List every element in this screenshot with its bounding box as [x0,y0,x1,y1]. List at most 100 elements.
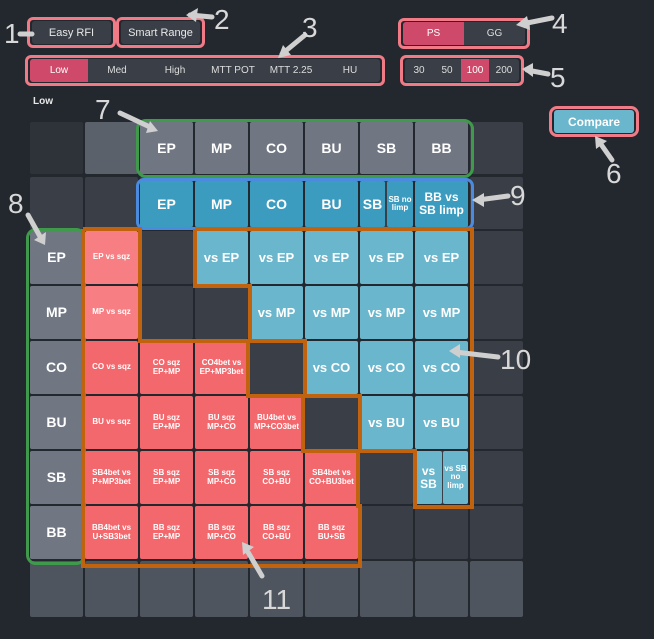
cell-ep-vs-ep-4[interactable]: vs EP [360,231,413,284]
depth-200[interactable]: 200 [495,65,513,76]
cell-ep-vs-ep-1[interactable]: vs EP [195,231,248,284]
level-med[interactable]: Med [107,65,127,76]
depth-50[interactable]: 50 [441,65,453,76]
cell-sb-4bet-vs-co-bu-3bet[interactable]: SB4bet vs CO+BU3bet [305,451,358,504]
annotation-11: 11 [262,584,292,615]
row-header-mp[interactable]: MP [30,286,83,339]
row-header-co[interactable]: CO [30,341,83,394]
empty-cell [30,561,83,617]
cell-bb-4bet-vs-bu-sb-3bet[interactable]: BB4bet vs U+SB3bet [85,506,138,559]
level-hu[interactable]: HU [342,65,358,76]
cell-ep-vs-ep-5[interactable]: vs EP [415,231,468,284]
sub-header-sb[interactable]: SB [360,181,385,227]
empty-cell [470,561,523,617]
blue-region-outline [193,227,474,509]
cell-bb-sqz-bu-sb[interactable]: BB sqz BU+SB [305,506,358,559]
easy-rfi-button[interactable]: Easy RFI [32,21,111,44]
level-high[interactable]: High [164,65,186,76]
cell-ep-vs-ep-3[interactable]: vs EP [305,231,358,284]
cell-mp-vs-mp-4[interactable]: vs MP [415,286,468,339]
arrow-11 [242,544,265,579]
cell-mp-vs-mp-2[interactable]: vs MP [305,286,358,339]
annotation-8: 8 [8,188,24,219]
depth-100[interactable]: 100 [461,59,489,82]
empty-cell [470,231,523,284]
cell-bb-sqz-mp-co[interactable]: BB sqz MP+CO [195,506,248,559]
cell-bu-sqz-mp-co[interactable]: BU sqz MP+CO [195,396,248,449]
cell-bb-sqz-ep-mp[interactable]: BB sqz EP+MP [140,506,193,559]
empty-cell [195,286,248,339]
cell-mp-vs-mp-3[interactable]: vs MP [360,286,413,339]
col-header-sb[interactable]: SB [360,122,413,174]
row-header-bu[interactable]: BU [30,396,83,449]
col-header-bb[interactable]: BB [415,122,468,174]
sub-header-bb-vs-sb-limp[interactable]: BB vs SB limp [415,181,468,227]
cell-sb-sqz-co-bu[interactable]: SB sqz CO+BU [250,451,303,504]
cell-co-sqz-ep-mp[interactable]: CO sqz EP+MP [140,341,193,394]
format-toggle-highlight [398,18,530,49]
empty-cell [305,396,358,449]
cell-sb-sqz-mp-co[interactable]: SB sqz MP+CO [195,451,248,504]
sub-header-ep[interactable]: EP [140,181,193,227]
cell-bu-vs-sqz[interactable]: BU vs sqz [85,396,138,449]
empty-cell [360,506,413,559]
cell-bu-vs-bu-2[interactable]: vs BU [415,396,468,449]
compare-button[interactable]: Compare [554,110,634,133]
col-header-co[interactable]: CO [250,122,303,174]
annotation-7: 7 [95,94,111,125]
level-mtt-225[interactable]: MTT 2.25 [269,65,313,76]
cell-bu-sqz-ep-mp[interactable]: BU sqz EP+MP [140,396,193,449]
cell-co-vs-co-2[interactable]: vs CO [360,341,413,394]
cell-sb-vs-sb[interactable]: vs SB [415,451,442,504]
empty-cell [360,451,413,504]
arrow-8 [25,212,45,243]
empty-cell [415,561,468,617]
row-header-sb[interactable]: SB [30,451,83,504]
cell-co-vs-sqz[interactable]: CO vs sqz [85,341,138,394]
empty-cell [415,506,468,559]
sub-header-co[interactable]: CO [250,181,303,227]
cell-co-4bet-vs-ep-mp-3bet[interactable]: CO4bet vs EP+MP3bet [195,341,248,394]
empty-cell [360,561,413,617]
col-header-bu[interactable]: BU [305,122,358,174]
empty-cell [470,451,523,504]
empty-cell [85,177,138,229]
cell-ep-vs-sqz[interactable]: EP vs sqz [85,231,138,284]
annotation-9: 9 [510,180,526,211]
sub-header-mp[interactable]: MP [195,181,248,227]
arrowhead-3 [278,45,291,58]
empty-cell [85,561,138,617]
format-gg[interactable]: GG [486,28,503,39]
col-header-mp[interactable]: MP [195,122,248,174]
cell-sb-4bet-vs-ep-mp-3bet[interactable]: SB4bet vs P+MP3bet [85,451,138,504]
cell-ep-vs-ep-2[interactable]: vs EP [250,231,303,284]
annotation-3: 3 [302,12,318,43]
empty-cell [250,341,303,394]
cell-co-vs-co-1[interactable]: vs CO [305,341,358,394]
cell-bb-sqz-co-bu[interactable]: BB sqz CO+BU [250,506,303,559]
sub-header-sb-no-limp[interactable]: SB no limp [387,181,413,227]
level-mtt-pot[interactable]: MTT POT [211,65,255,76]
column-headers-highlight [136,119,474,178]
empty-cell [30,122,83,174]
cell-sb-sqz-ep-mp[interactable]: SB sqz EP+MP [140,451,193,504]
selected-level-label: Low [33,96,53,107]
smart-range-button[interactable]: Smart Range [121,21,200,44]
arrowhead-4 [516,16,530,30]
format-ps[interactable]: PS [403,22,464,45]
annotation-1: 1 [4,18,20,49]
cell-mp-vs-mp-1[interactable]: vs MP [250,286,303,339]
row-header-bb[interactable]: BB [30,506,83,559]
cell-bu-4bet-vs-mp-co-3bet[interactable]: BU4bet vs MP+CO3bet [250,396,303,449]
level-low[interactable]: Low [30,59,88,82]
empty-cell [470,122,523,174]
cell-mp-vs-sqz[interactable]: MP vs sqz [85,286,138,339]
cell-sb-vs-sb-no-limp[interactable]: vs SB no limp [443,451,468,504]
depth-30[interactable]: 30 [413,65,425,76]
annotation-10: 10 [500,344,532,375]
empty-cell [470,341,523,394]
sub-header-bu[interactable]: BU [305,181,358,227]
arrowhead-8 [34,232,46,245]
cell-bu-vs-bu-1[interactable]: vs BU [360,396,413,449]
